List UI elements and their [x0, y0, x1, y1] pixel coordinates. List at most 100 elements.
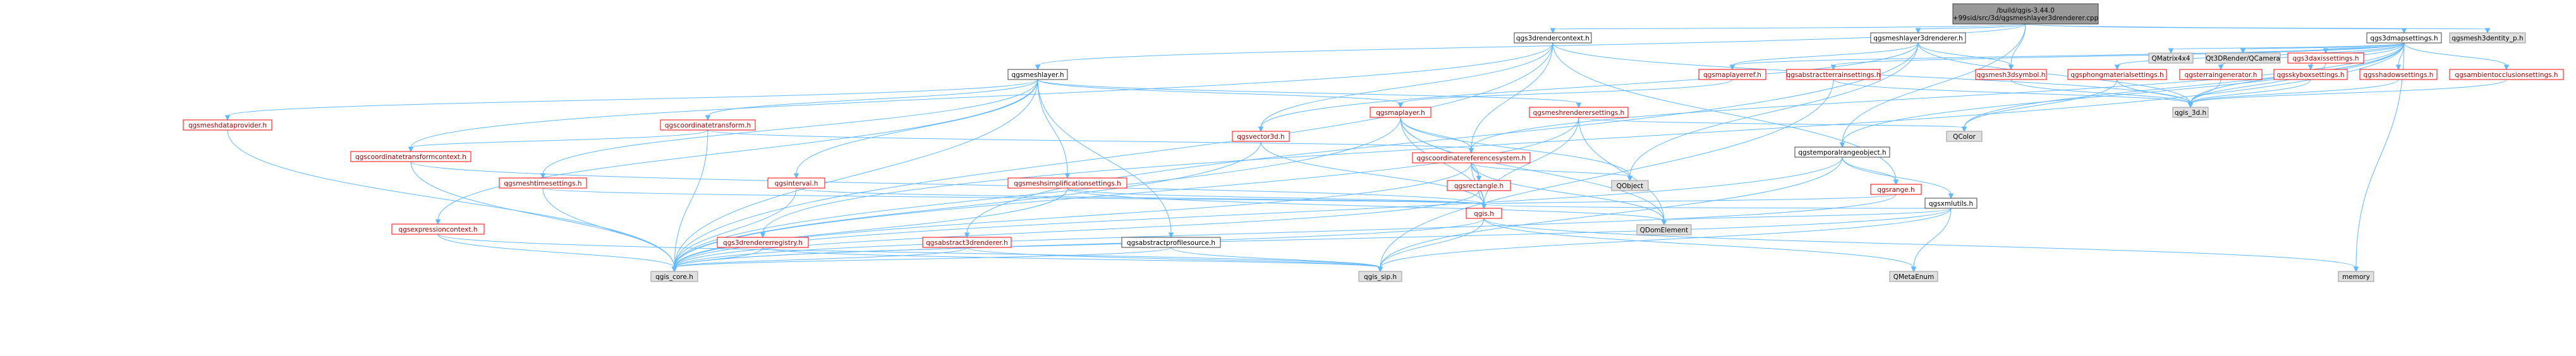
- node-shadow[interactable]: qgsshadowsettings.h: [2359, 69, 2438, 80]
- edge-exprctx-to-qgscore: [437, 234, 675, 268]
- node-coordtr[interactable]: qgscoordinatetransform.h: [660, 119, 756, 131]
- arrowhead-meshlayer-to-interval: [793, 173, 799, 179]
- node-axis[interactable]: qgs3daxissettings.h: [2287, 52, 2364, 64]
- edge-meshlayer-to-maplayer: [1037, 79, 1401, 104]
- arrowhead-root-to-meshlayer: [1035, 64, 1041, 71]
- arrowhead-qgis-to-qgscore: [671, 266, 677, 273]
- edge-exprctx-to-qgissip: [437, 234, 1381, 268]
- node-xmlutils[interactable]: qgsxmlutils.h: [1924, 198, 1978, 209]
- node-box-qobject: [1611, 180, 1649, 191]
- graph-edges: [224, 23, 2510, 273]
- node-label-temporal: qgstemporalrangeobject.h: [1798, 149, 1886, 157]
- node-ml3dr[interactable]: qgsmeshlayer3drenderer.h: [1870, 32, 1966, 44]
- edge-coordtr-to-crs: [707, 129, 1472, 150]
- edge-qgis-to-qgissip: [1380, 218, 1485, 268]
- node-label-axis: qgs3daxissettings.h: [2292, 55, 2359, 62]
- edge-crs-to-qgscore: [674, 162, 1472, 268]
- node-skybox[interactable]: qgsskyboxsettings.h: [2273, 69, 2348, 80]
- node-box-meshlayer: [1007, 69, 1068, 80]
- arrowhead-meshrender-to-qcolor: [1961, 126, 1967, 133]
- edge-vector3d-to-qgis: [1260, 141, 1485, 205]
- node-label-qmatrix: QMatrix4x4: [2152, 55, 2190, 62]
- node-meshrender[interactable]: qgsmeshrenderersettings.h: [1529, 107, 1629, 118]
- node-temporal[interactable]: qgstemporalrangeobject.h: [1794, 146, 1890, 158]
- node-label-qobject: QObject: [1617, 182, 1643, 190]
- node-root[interactable]: /build/qgis-3.44.0+99sid/src/3d/qgsmeshl…: [1952, 3, 2099, 25]
- edge-vector3d-to-qgscore: [674, 141, 1261, 268]
- edge-meshsimp-to-qgscore: [674, 187, 1068, 268]
- node-mesh3dsym[interactable]: qgsmesh3dsymbol.h: [1975, 69, 2047, 80]
- node-rectangle[interactable]: qgsrectangle.h: [1447, 180, 1511, 191]
- edge-phong-to-qcolor: [1964, 79, 2118, 128]
- node-profsrc[interactable]: qgsabstractprofilesource.h: [1121, 237, 1221, 248]
- node-label-rectangle: qgsrectangle.h: [1454, 182, 1504, 190]
- edge-maplayer-to-rectangle: [1400, 117, 1479, 177]
- edge-temporal-to-range: [1842, 157, 1897, 181]
- node-box-ident: [2449, 32, 2526, 44]
- node-label-rendreg: qgs3drendererregistry.h: [723, 239, 803, 247]
- node-box-abstractterrain: [1786, 69, 1881, 80]
- edge-mapset-to-qcolor: [1964, 42, 2405, 128]
- node-label-maplayer: qgsmaplayer.h: [1376, 109, 1425, 117]
- node-meshdp[interactable]: qgsmeshdataprovider.h: [183, 119, 272, 131]
- node-box-qgis3d: [2172, 107, 2209, 118]
- arrowhead-coordtr-to-coordtrctx: [408, 146, 414, 153]
- node-meshlayer[interactable]: qgsmeshlayer.h: [1007, 69, 1068, 80]
- edge-crs-to-qdom: [1471, 162, 1665, 222]
- node-exprctx[interactable]: qgsexpressioncontext.h: [391, 223, 485, 235]
- edge-mesh3dsym-to-qgis3d: [2010, 79, 2191, 104]
- node-box-ctx: [1514, 32, 1592, 44]
- node-crs[interactable]: qgscoordinatereferencesystem.h: [1412, 152, 1531, 163]
- node-box-rectangle: [1447, 180, 1511, 191]
- node-box-crs: [1412, 152, 1531, 163]
- node-box-phong: [2067, 69, 2167, 80]
- node-qgis[interactable]: qgis.h: [1466, 208, 1502, 219]
- node-label-meshlayer: qgsmeshlayer.h: [1012, 71, 1064, 79]
- node-abstractterrain[interactable]: qgsabstractterrainsettings.h: [1786, 69, 1881, 80]
- node-label-skybox: qgsskyboxsettings.h: [2276, 71, 2344, 79]
- node-box-interval: [767, 177, 825, 189]
- node-box-ambient: [2449, 69, 2564, 80]
- arrowhead-mapset-to-abstractterrain: [1830, 64, 1837, 71]
- node-ambient[interactable]: qgsambientocclusionsettings.h: [2449, 69, 2564, 80]
- node-label-qgissip: qgis_sip.h: [1364, 273, 1397, 281]
- edge-rectangle-to-qgscore: [674, 190, 1479, 268]
- node-range[interactable]: qgsrange.h: [1870, 184, 1922, 195]
- arrowhead-ml3dr-to-abs3dr: [964, 232, 970, 239]
- node-maplayer[interactable]: qgsmaplayer.h: [1370, 107, 1431, 118]
- edge-meshrender-to-qcolor: [1578, 117, 1965, 128]
- arrowhead-mapset-to-temporal: [1839, 142, 1845, 148]
- edge-mapset-to-abstractterrain: [1833, 42, 2405, 66]
- node-box-axis: [2287, 52, 2364, 64]
- edge-coordtr-to-qgscore: [674, 129, 708, 268]
- node-meshtime[interactable]: qgsmeshtimesettings.h: [499, 177, 587, 189]
- node-meshsimp[interactable]: qgsmeshsimplificationsettings.h: [1007, 177, 1127, 189]
- node-maplayerref[interactable]: qgsmaplayerref.h: [1698, 69, 1766, 80]
- node-vector3d[interactable]: qgsvector3d.h: [1232, 131, 1290, 142]
- arrowhead-crs-to-rectangle: [1476, 175, 1482, 182]
- node-label-vector3d: qgsvector3d.h: [1237, 133, 1284, 141]
- node-ctx[interactable]: qgs3drendercontext.h: [1514, 32, 1592, 44]
- arrowhead-meshlayer-to-profsrc: [1168, 232, 1174, 239]
- node-box-ml3dr: [1870, 32, 1966, 44]
- node-label-crs: qgscoordinatereferencesystem.h: [1417, 155, 1526, 162]
- arrowhead-root-to-ident: [2484, 28, 2491, 34]
- node-terraingen[interactable]: qgsterraingenerator.h: [2179, 69, 2263, 80]
- node-abs3dr[interactable]: qgsabstract3drenderer.h: [922, 237, 1012, 248]
- node-qcolor: QColor: [1946, 131, 1983, 142]
- node-interval[interactable]: qgsinterval.h: [767, 177, 825, 189]
- node-phong[interactable]: qgsphongmaterialsettings.h: [2067, 69, 2167, 80]
- edge-abs3dr-to-qgscore: [674, 247, 968, 268]
- edge-maplayer-to-qdom: [1400, 117, 1665, 222]
- node-box-maplayer: [1370, 107, 1431, 118]
- node-coordtrctx[interactable]: qgscoordinatetransformcontext.h: [350, 151, 471, 162]
- edge-phong-to-qgis3d: [2117, 79, 2191, 104]
- graph-nodes: /build/qgis-3.44.0+99sid/src/3d/qgsmeshl…: [183, 3, 2564, 282]
- node-rendreg[interactable]: qgs3drendererregistry.h: [717, 237, 809, 248]
- arrowhead-ml3dr-to-vector3d: [1258, 126, 1264, 133]
- node-label-mapset: qgs3dmapsettings.h: [2370, 35, 2438, 42]
- node-box-exprctx: [391, 223, 485, 235]
- arrowhead-meshlayer-to-exprctx: [435, 219, 441, 225]
- node-mapset[interactable]: qgs3dmapsettings.h: [2366, 32, 2442, 44]
